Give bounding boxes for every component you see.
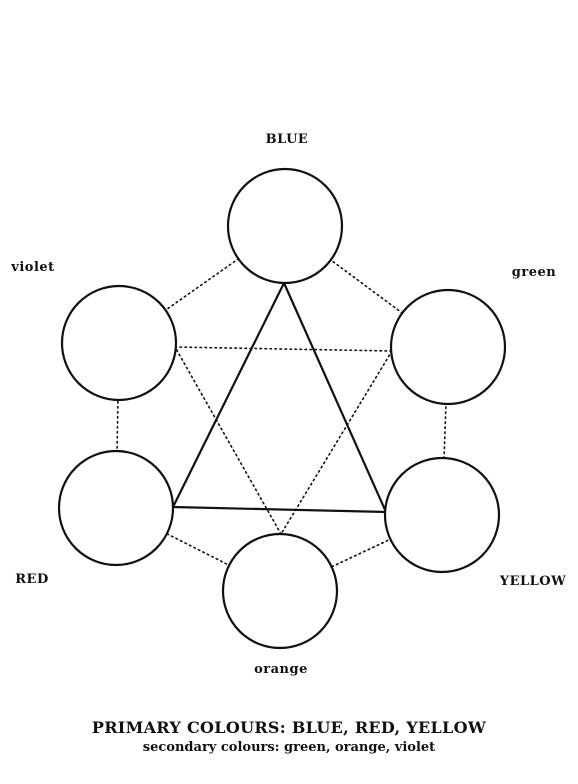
circle-green [389,288,507,406]
secondary-edge-orange-violet [174,346,282,535]
colour-circles [57,167,507,650]
primary-edge-red-blue [172,282,285,508]
primary-edge-blue-yellow [282,282,388,513]
circle-red [57,449,175,567]
secondary-triangle [174,346,393,535]
ring-segment-blue-green [284,225,449,348]
primary-edge-yellow-red [172,505,387,514]
label-orange: orange [254,662,308,677]
secondary-edge-violet-green [174,346,393,352]
label-red: RED [15,572,49,587]
circle-yellow [383,456,501,574]
caption-primary: PRIMARY COLOURS: BLUE, RED, YELLOW [91,718,487,737]
label-blue: BLUE [265,132,309,147]
caption-secondary: secondary colours: green, orange, violet [142,740,436,755]
circle-violet [60,284,178,402]
label-green: green [511,265,557,280]
circle-blue [226,167,344,285]
circle-orange [221,532,339,650]
label-violet: violet [11,260,55,275]
primary-triangle [172,282,388,514]
secondary-edge-green-orange [280,350,393,535]
label-yellow: YELLOW [499,574,567,589]
